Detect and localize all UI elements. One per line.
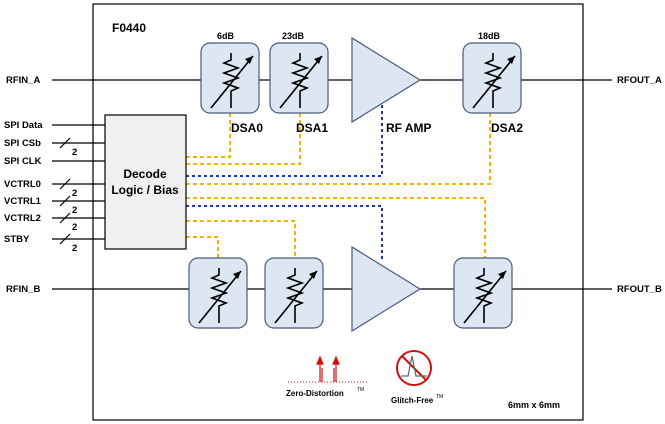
pin-rfout-a: RFOUT_A xyxy=(617,75,662,86)
glitch-free-text: Glitch-Free xyxy=(391,396,434,405)
dsa1-gain: 23dB xyxy=(282,31,305,41)
pin-spi-data: SPI Data xyxy=(4,120,43,131)
rf-amp-label: RF AMP xyxy=(386,121,432,135)
dsa1-label: DSA1 xyxy=(296,121,328,135)
dsa2-block xyxy=(462,42,522,114)
dsa0-gain: 6dB xyxy=(217,31,235,41)
dsa1-block xyxy=(269,42,329,114)
dsa2b-block xyxy=(453,257,513,329)
bus-width-vctrl1: 2 xyxy=(72,205,77,216)
decode-label-line2: Logic / Bias xyxy=(111,183,179,197)
pin-vctrl2: VCTRL2 xyxy=(4,213,41,224)
pin-vctrl0: VCTRL0 xyxy=(4,179,41,190)
dsa0b-block xyxy=(188,257,248,329)
bus-width-stby: 2 xyxy=(72,243,77,254)
pin-vctrl1: VCTRL1 xyxy=(4,196,42,207)
bus-width-spi-csb: 2 xyxy=(72,147,77,158)
part-number: F0440 xyxy=(112,21,146,35)
zero-distortion-tm: TM xyxy=(357,387,364,393)
pin-spi-csb: SPI CSb xyxy=(4,138,41,149)
pin-rfin-b: RFIN_B xyxy=(6,284,40,295)
dsa1b-block xyxy=(264,257,324,329)
decode-label-line1: Decode xyxy=(123,167,167,181)
bus-slashes xyxy=(59,137,71,245)
pin-spi-clk: SPI CLK xyxy=(4,156,42,167)
glitch-free-tm: TM xyxy=(436,394,443,400)
pin-rfout-b: RFOUT_B xyxy=(617,284,662,295)
dsa2-label: DSA2 xyxy=(491,121,523,135)
zero-distortion-logo: Zero-Distortion TM xyxy=(286,355,368,398)
decode-logic-block xyxy=(104,114,187,250)
rf-amp-b-triangle xyxy=(351,245,422,333)
dsa-control-bus xyxy=(186,113,491,258)
pin-rfin-a: RFIN_A xyxy=(6,75,40,86)
pin-stby: STBY xyxy=(4,234,30,245)
dsa0-block xyxy=(200,42,260,114)
rf-amp-a-triangle xyxy=(351,36,422,124)
dsa2-gain: 18dB xyxy=(478,31,501,41)
bus-width-vctrl2: 2 xyxy=(72,222,77,233)
dsa0-label: DSA0 xyxy=(231,121,263,135)
glitch-free-logo: Glitch-Free TM xyxy=(391,350,443,405)
control-pin-lines xyxy=(52,124,105,240)
package-size: 6mm x 6mm xyxy=(508,400,560,410)
bus-width-vctrl0: 2 xyxy=(72,188,77,199)
zero-distortion-text: Zero-Distortion xyxy=(286,389,344,398)
